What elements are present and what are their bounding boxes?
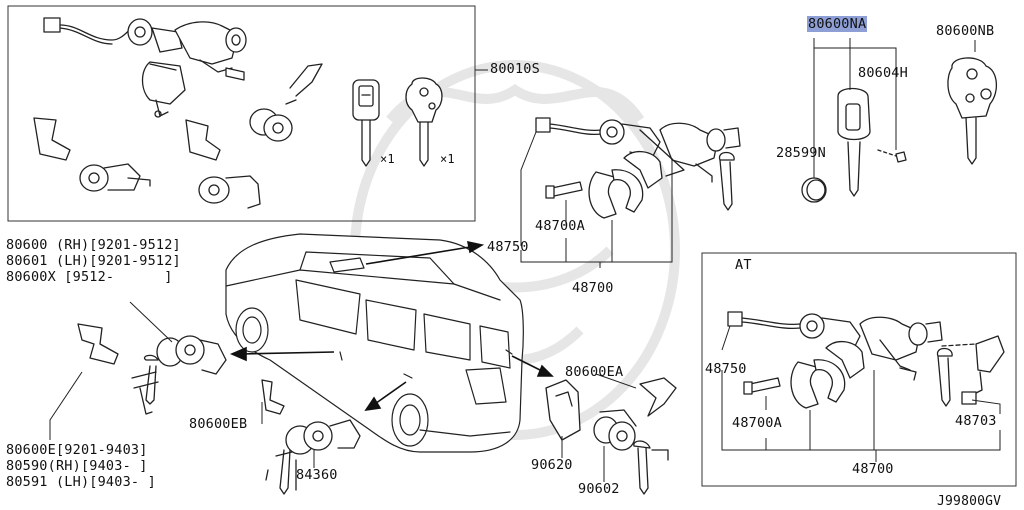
kit-door-cylinder-a [33,117,151,192]
label-28599n: 28599N [776,145,826,161]
label-48750-at: 48750 [705,361,747,377]
label-80600e: 80600E[9201-9403] [6,442,148,458]
label-84360: 84360 [296,467,338,483]
label-80591-lh: 80591 (LH)[9403- ] [6,474,156,490]
leader-80600e [49,371,83,440]
key-80600na [837,87,871,197]
label-80600nb: 80600NB [936,23,995,39]
label-80601-lh: 80601 (LH)[9201-9512] [6,253,181,269]
label-80600eb: 80600EB [189,416,248,432]
kit-ignition-switch [127,18,247,118]
label-80010s: 80010S [490,61,540,77]
label-80604h: 80604H [858,65,908,81]
label-90602: 90602 [578,481,620,497]
label-48700a-top: 48700A [535,218,585,234]
leader-at [721,325,1001,462]
leader-80600na [813,38,897,178]
label-at: AT [735,257,752,273]
at-solenoid-48703 [941,335,1005,405]
arrow-to-back-door [511,355,554,377]
key-80600nb [947,57,997,165]
arrow-to-ignition [365,240,485,265]
leader-48700-top [520,158,673,268]
arrow-to-front-door [229,346,335,362]
steering-clamp-48700a [588,151,663,219]
kit-wire-connector [43,17,133,45]
ignition-switch-assembly [535,117,741,211]
label-80600na: 80600NA [807,16,868,32]
kit-door-cylinder-b [249,63,323,142]
arrow-to-rear-door [364,381,407,412]
label-80590-rh: 80590(RH)[9403- ] [6,458,148,474]
at-ignition-switch [727,311,953,407]
screw-80604h [877,149,907,163]
label-48700-top: 48700 [572,280,614,296]
label-90620: 90620 [531,457,573,473]
at-box [701,252,1017,487]
label-48700-at: 48700 [852,461,894,477]
kit-key-master [405,77,443,167]
label-qty-master-key: ×1 [440,152,455,166]
label-80600x: 80600X [9512- ] [6,269,173,285]
label-48703: 48703 [955,413,997,429]
battery-28599n [801,177,827,203]
kit-door-cylinder-c [185,119,261,209]
door-lock-rear [261,379,361,495]
vehicle-body [225,233,524,453]
leader-80600ea [595,373,637,389]
door-lock-front [77,323,227,415]
label-qty-transponder-key: ×1 [380,152,395,166]
label-48700a-at: 48700A [732,415,782,431]
back-door-lock [545,377,677,495]
leader-48750-top [520,131,537,246]
diagram-code: J99800GV [937,494,1002,509]
kit-box [7,5,476,222]
label-80600na-highlight: 80600NA [807,16,868,32]
shear-bolt-48700a [545,181,583,199]
label-48750-top: 48750 [487,239,529,255]
label-80600ea: 80600EA [565,364,624,380]
at-shear-bolt [743,377,781,395]
at-clamp-48700a [790,341,865,409]
leader-80600-rh [129,301,173,343]
kit-key-transponder [352,79,380,167]
label-80600-rh: 80600 (RH)[9201-9512] [6,237,181,253]
